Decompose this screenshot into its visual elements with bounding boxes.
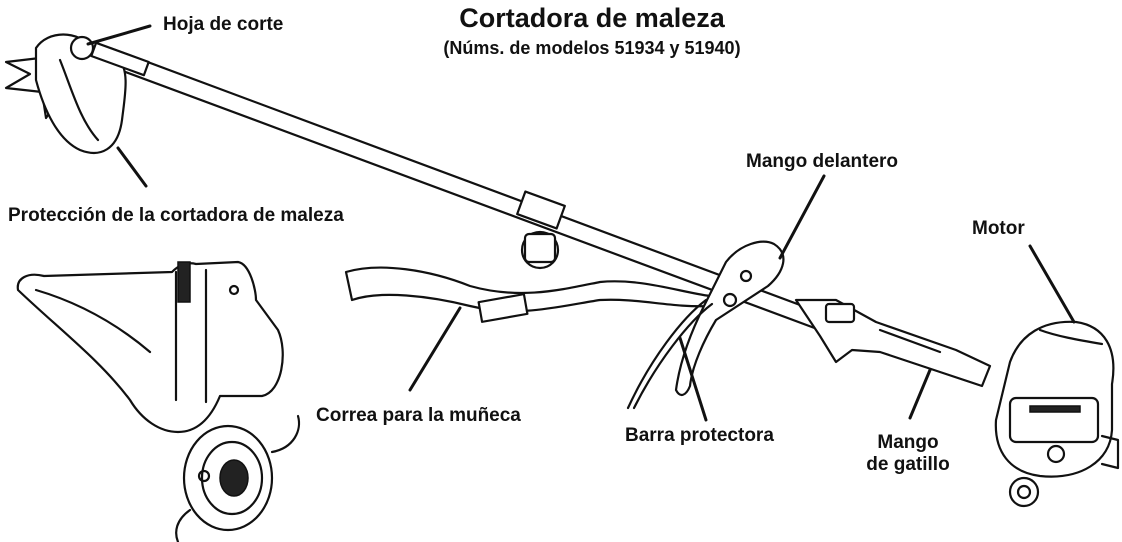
diagram-subtitle: (Núms. de modelos 51934 y 51940) <box>443 38 741 58</box>
diagram-title-block: Cortadora de maleza (Núms. de modelos 51… <box>382 3 802 59</box>
label-trigger-handle-line2: de gatillo <box>866 453 950 475</box>
label-wrist-strap: Correa para la muñeca <box>316 405 521 426</box>
drive-shaft <box>102 46 837 335</box>
label-cutting-blade: Hoja de corte <box>163 14 284 35</box>
label-front-handle: Mango delantero <box>746 151 899 172</box>
label-guard-bar: Barra protectora <box>625 425 774 446</box>
cutting-head <box>4 33 150 154</box>
label-trigger-handle-line1: Mango <box>877 432 939 453</box>
label-trigger-handle: Mango de gatillo <box>852 432 964 476</box>
leader-lines <box>86 24 1076 422</box>
brush-guard-detail <box>16 260 284 434</box>
label-engine: Motor <box>972 218 1025 239</box>
engine <box>994 320 1120 508</box>
trigger-handle <box>794 298 992 388</box>
diagram-title: Cortadora de maleza <box>459 3 725 33</box>
front-handle-assembly <box>626 240 785 410</box>
trimmer-head-detail <box>175 414 301 542</box>
label-brush-guard: Protección de la cortadora de maleza <box>8 205 344 226</box>
wrist-strap <box>344 230 714 323</box>
